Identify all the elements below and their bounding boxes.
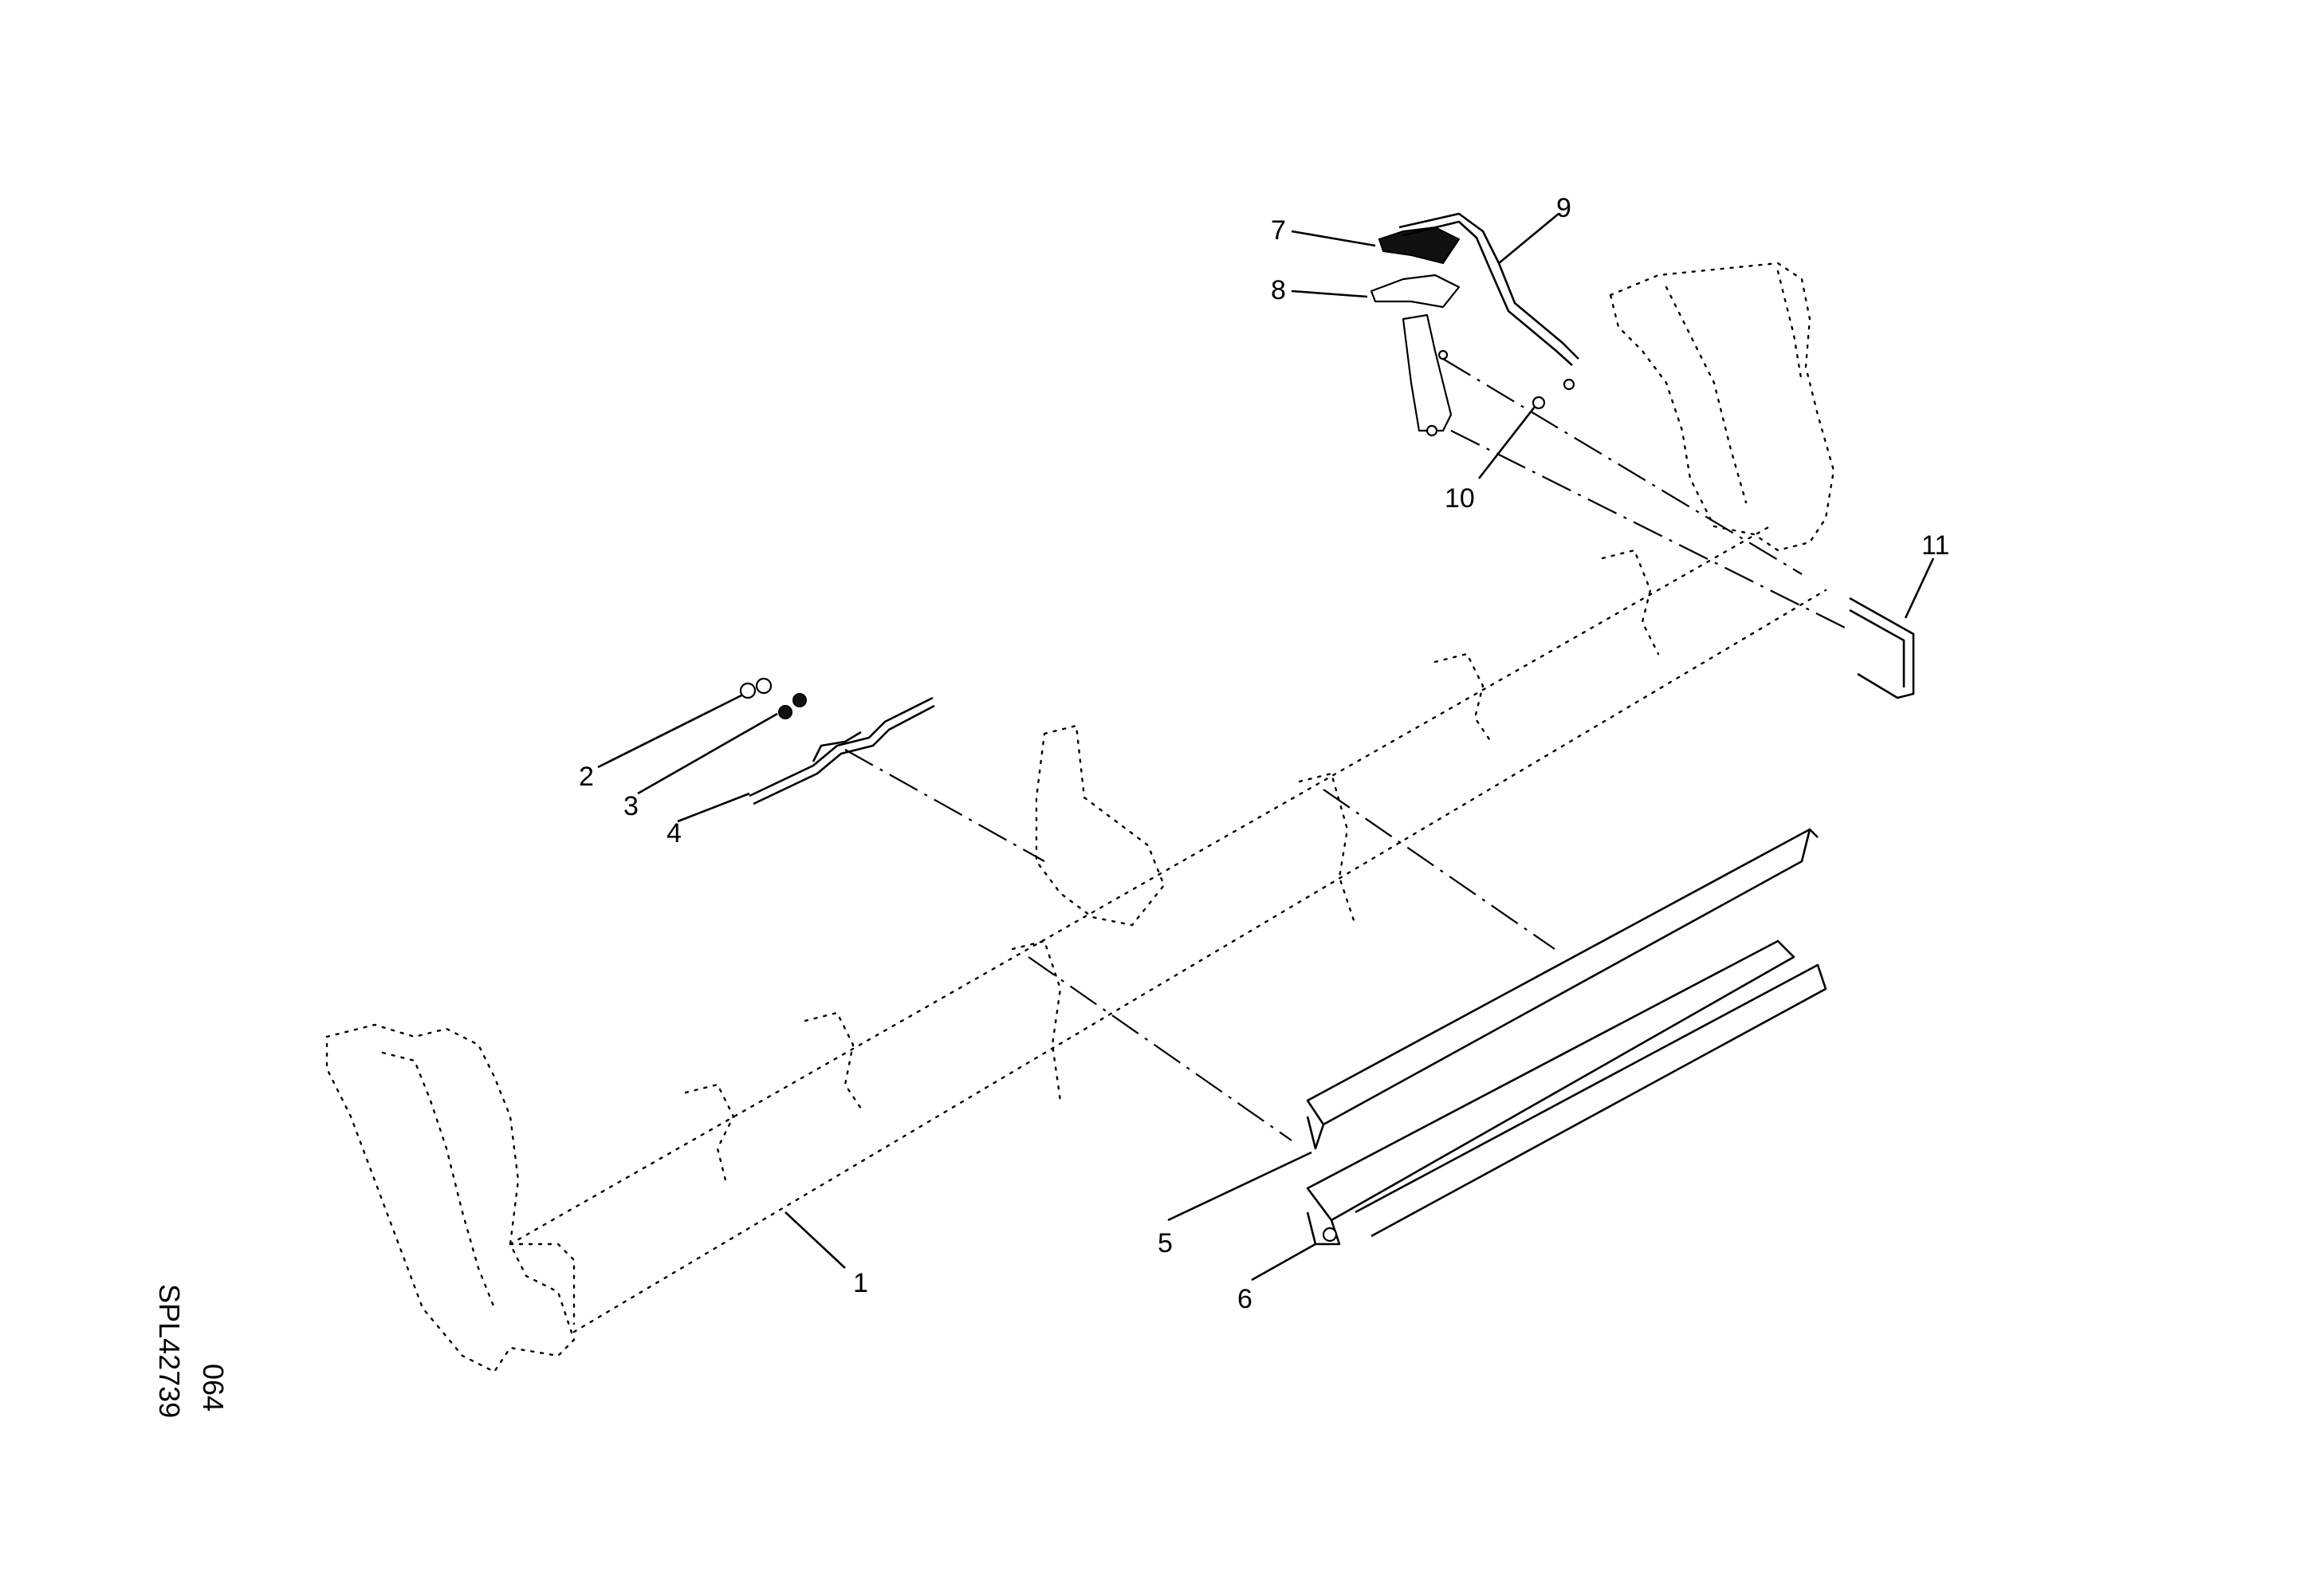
lever-plate: [1402, 313, 1453, 437]
callout-3: 3: [623, 791, 639, 821]
callout-2: 2: [579, 762, 594, 792]
part-4-linkage-bar: [749, 696, 935, 805]
part-2-bolt: [739, 677, 773, 699]
drawing-code: SPL42739 064: [153, 1284, 230, 1418]
part-3-washer: [778, 693, 807, 719]
part-7-shield: [1378, 226, 1461, 265]
callout-7: 7: [1271, 215, 1286, 246]
callout-11: 11: [1921, 530, 1949, 561]
callout-6: 6: [1237, 1284, 1252, 1314]
assembly-centerlines: [844, 358, 1850, 1141]
callout-9: 9: [1556, 193, 1571, 223]
callout-1: 1: [853, 1268, 868, 1298]
part-10-pin: [1532, 378, 1575, 410]
callout-10: 10: [1445, 483, 1475, 514]
part-5-rail-channel: [1306, 828, 1819, 1150]
callout-4: 4: [667, 818, 682, 849]
part-8-curved-guard: [1370, 274, 1461, 309]
part-6-lower-rail: [1306, 939, 1827, 1246]
leader-lines: [597, 212, 1935, 1282]
frame-ghost-outline: [325, 262, 1835, 1373]
callout-5: 5: [1158, 1228, 1173, 1258]
part-11-u-clip: [1849, 597, 1915, 699]
callout-labels: 1 2 3 4 5 6 7 8 9 10 11: [579, 193, 1949, 1314]
callout-8: 8: [1271, 275, 1286, 305]
drawing-code-primary: SPL42739: [153, 1284, 186, 1418]
drawing-code-secondary: 064: [197, 1364, 230, 1412]
